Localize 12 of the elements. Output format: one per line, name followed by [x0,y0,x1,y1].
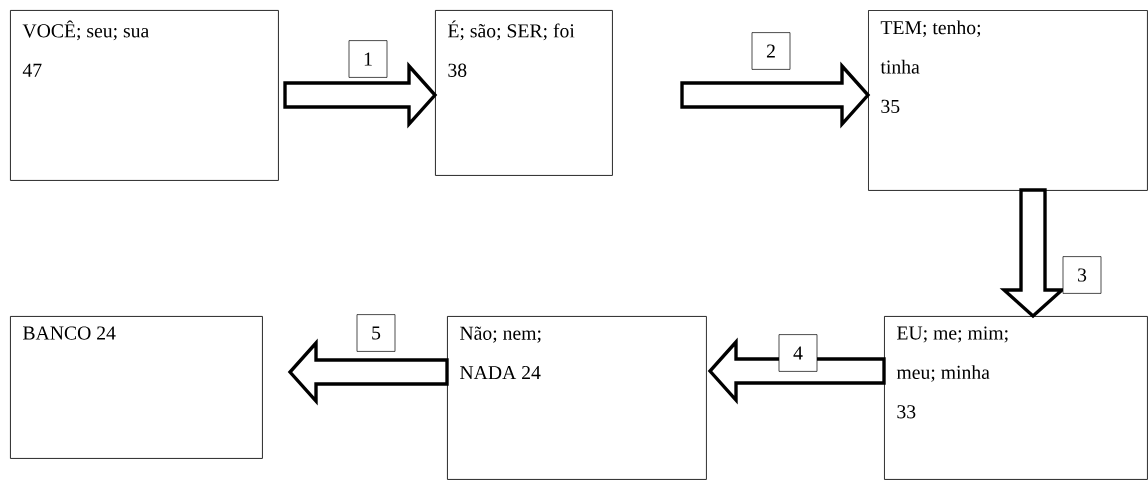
block-arrow [680,61,871,129]
edge-label: 3 [1062,256,1102,294]
text-box: É; são; SER; foi 38 [435,10,613,176]
text-box: BANCO 24 [10,316,263,459]
edge-label: 2 [751,32,791,70]
block-arrow [707,337,886,405]
edge-label: 4 [778,334,818,372]
block-arrow [283,61,438,129]
edge-label: 1 [348,40,388,78]
text-box: VOCÊ; seu; sua 47 [10,10,279,181]
edge-label: 5 [356,314,396,352]
block-arrow [287,338,449,406]
